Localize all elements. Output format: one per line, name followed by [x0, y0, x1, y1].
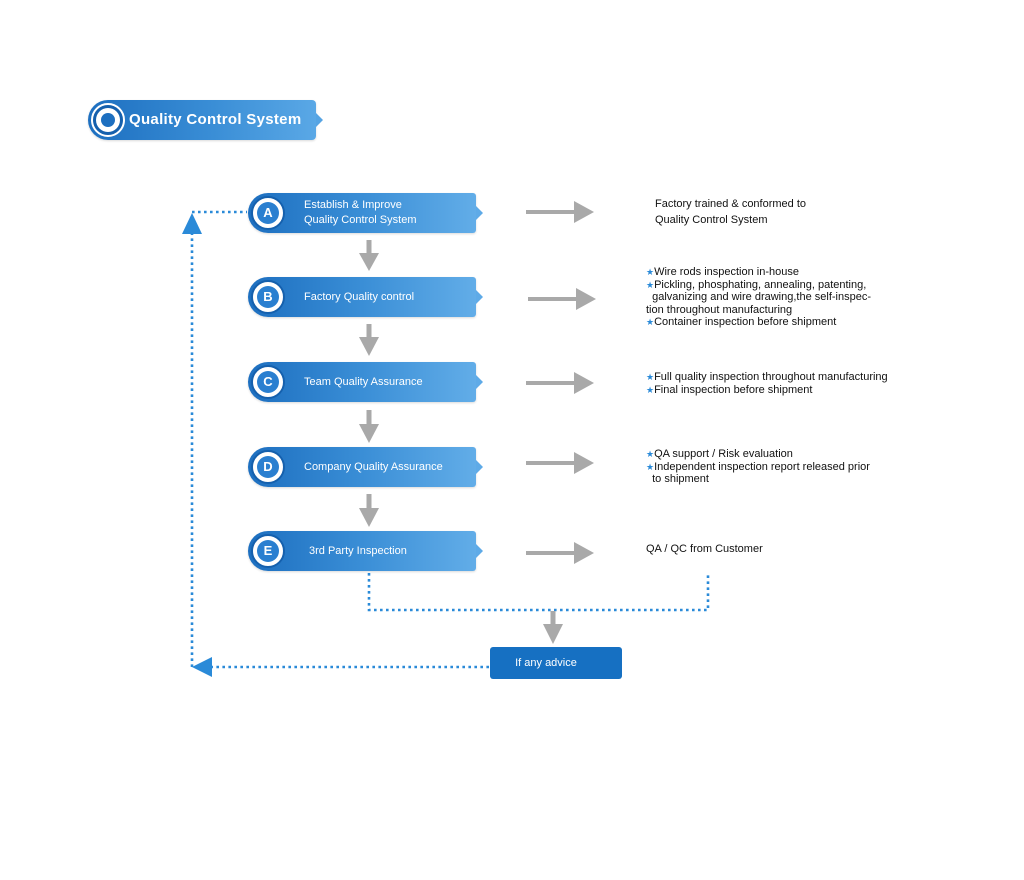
down-arrow-to-advice [543, 611, 563, 644]
description-line: QA / QC from Customer [646, 543, 763, 555]
step-b: B Factory Quality control [248, 277, 483, 317]
description-line: ★Final inspection before shipment [646, 383, 813, 396]
step-d-description: ★QA support / Risk evaluation ★Independe… [646, 448, 870, 486]
description-line: ★Full quality inspection throughout manu… [646, 371, 888, 383]
description-line: to shipment [646, 473, 709, 486]
step-c-description: ★Full quality inspection throughout manu… [646, 371, 888, 396]
right-arrow [526, 542, 594, 564]
star-icon: ★ [646, 372, 655, 382]
description-line: Quality Control System [655, 213, 768, 226]
step-label: Team Quality Assurance [304, 375, 423, 388]
down-arrow [359, 324, 379, 356]
description-line: ★Wire rods inspection in-house [646, 266, 799, 278]
step-e: E 3rd Party Inspection [248, 531, 483, 571]
down-arrow [359, 240, 379, 271]
advice-button: If any advice [490, 647, 622, 679]
down-arrow [359, 410, 379, 443]
step-label: Company Quality Assurance [304, 460, 443, 473]
section-header: Quality Control System [88, 100, 323, 140]
feedback-arrowhead-up [182, 213, 202, 234]
right-arrow [526, 201, 594, 223]
circle-icon [91, 103, 125, 137]
star-icon: ★ [646, 267, 655, 277]
right-arrow [526, 372, 594, 394]
advice-label: If any advice [515, 657, 577, 669]
star-icon: ★ [646, 384, 655, 395]
step-a-description: Factory trained & conformed to Quality C… [655, 197, 806, 228]
feedback-loop [190, 210, 710, 669]
step-c: C Team Quality Assurance [248, 362, 483, 402]
right-arrow [526, 452, 594, 474]
step-label: Establish & Improve Quality Control Syst… [304, 199, 417, 226]
letter-badge-a: A [251, 196, 285, 230]
step-e-description: QA / QC from Customer [646, 543, 763, 556]
letter-badge-c: C [251, 365, 285, 399]
step-b-description: ★Wire rods inspection in-house ★Pickling… [646, 266, 871, 329]
page-title: Quality Control System [129, 111, 302, 128]
description-line: galvanizing and wire drawing,the self-in… [646, 291, 872, 304]
description-line: ★QA support / Risk evaluation [646, 448, 793, 460]
down-arrow [359, 494, 379, 527]
step-a: A Establish & Improve Quality Control Sy… [248, 193, 483, 233]
feedback-arrowhead-left [192, 657, 212, 677]
description-line: tion throughout manufacturing [646, 303, 793, 316]
star-icon: ★ [646, 461, 655, 472]
right-arrow [528, 288, 596, 310]
letter-badge-d: D [251, 450, 285, 484]
star-icon: ★ [646, 449, 655, 459]
step-d: D Company Quality Assurance [248, 447, 483, 487]
letter-badge-b: B [251, 280, 285, 314]
description-line: ★Pickling, phosphating, annealing, paten… [646, 278, 867, 291]
description-line: ★Container inspection before shipment [646, 316, 837, 329]
letter-badge-e: E [251, 534, 285, 568]
star-icon: ★ [646, 317, 655, 328]
step-label: Factory Quality control [304, 290, 415, 303]
description-line: Factory trained & conformed to [655, 198, 807, 210]
step-label: 3rd Party Inspection [309, 544, 407, 557]
description-line: ★Independent inspection report released … [646, 460, 870, 473]
star-icon: ★ [646, 279, 655, 290]
